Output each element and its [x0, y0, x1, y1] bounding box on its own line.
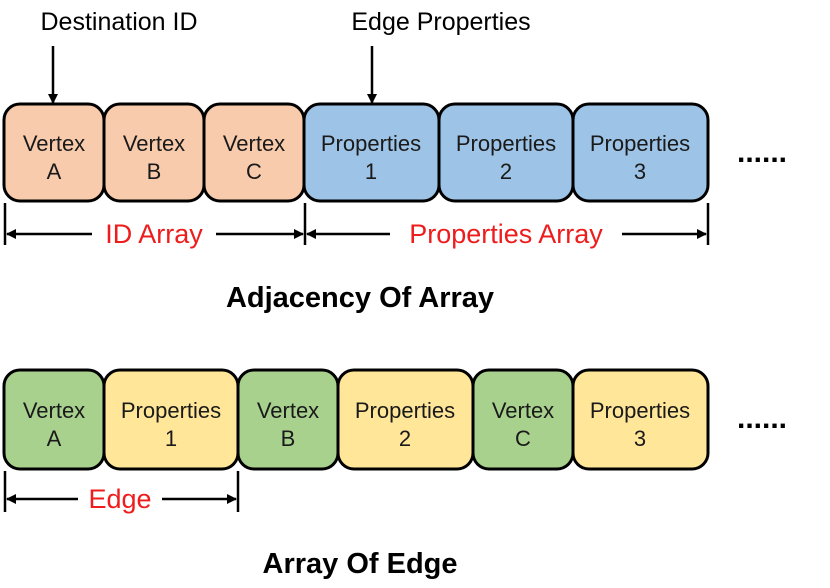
- id-array-label: ID Array: [105, 219, 203, 249]
- edge-properties-label: Edge Properties: [351, 8, 530, 36]
- bottom-box-vertex-c: Vertex C: [471, 368, 575, 471]
- box-line1: Properties: [121, 398, 221, 423]
- box-line2: 2: [399, 426, 411, 451]
- top-ellipsis: ......: [737, 136, 787, 169]
- box-line2: B: [147, 159, 162, 184]
- edge-label: Edge: [88, 484, 151, 514]
- adjacency-of-array-title: Adjacency Of Array: [226, 282, 494, 314]
- box-line1: Vertex: [23, 131, 85, 156]
- box-line2: A: [47, 426, 62, 451]
- box-line2: C: [515, 426, 531, 451]
- box-line1: Vertex: [257, 398, 319, 423]
- box-line2: B: [281, 426, 296, 451]
- box-line2: 1: [165, 426, 177, 451]
- top-box-properties-3: Properties 3: [571, 102, 710, 203]
- box-line1: Vertex: [123, 131, 185, 156]
- box-line1: Properties: [590, 398, 690, 423]
- box-line1: Vertex: [23, 398, 85, 423]
- array-of-edge-title: Array Of Edge: [263, 548, 458, 580]
- box-line2: 3: [634, 426, 646, 451]
- bottom-box-vertex-a: Vertex A: [2, 368, 106, 471]
- box-line1: Properties: [590, 131, 690, 156]
- top-box-vertex-b: Vertex B: [102, 102, 206, 203]
- top-box-vertex-a: Vertex A: [2, 102, 106, 203]
- box-line2: 3: [634, 159, 646, 184]
- box-line2: C: [246, 159, 262, 184]
- box-line1: Properties: [355, 398, 455, 423]
- box-line1: Properties: [456, 131, 556, 156]
- box-line1: Vertex: [492, 398, 554, 423]
- top-box-properties-1: Properties 1: [302, 102, 441, 203]
- box-line2: 1: [365, 159, 377, 184]
- properties-array-label: Properties Array: [409, 219, 603, 249]
- bottom-box-properties-2: Properties 2: [336, 368, 475, 471]
- bottom-box-properties-3: Properties 3: [571, 368, 710, 471]
- top-box-properties-2: Properties 2: [437, 102, 575, 203]
- bottom-box-properties-1: Properties 1: [102, 368, 240, 471]
- box-line1: Vertex: [223, 131, 285, 156]
- bottom-box-vertex-b: Vertex B: [236, 368, 340, 471]
- box-line1: Properties: [321, 131, 421, 156]
- box-line2: A: [47, 159, 62, 184]
- destination-id-label: Destination ID: [40, 8, 197, 36]
- box-line2: 2: [500, 159, 512, 184]
- bottom-ellipsis: ......: [737, 402, 787, 435]
- top-box-vertex-c: Vertex C: [202, 102, 306, 203]
